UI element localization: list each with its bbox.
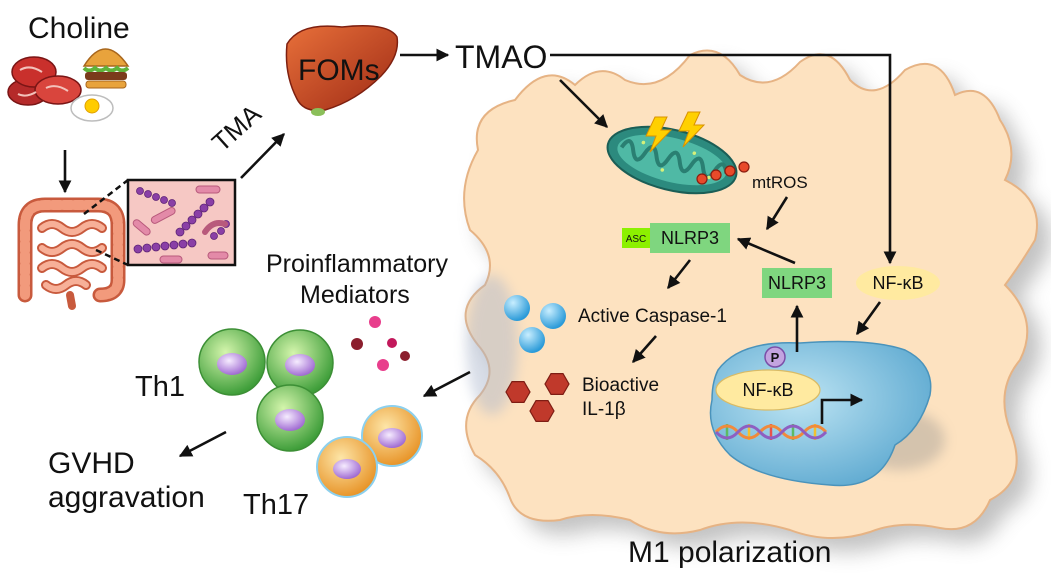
arrow-caspase-to-il1b (632, 335, 657, 363)
microbiota-box (126, 178, 237, 267)
mediator-dots (351, 316, 410, 371)
foms-label: FOMs (298, 54, 380, 87)
nfkb-oval: NF-κB (856, 266, 940, 300)
arrow-tmao-to-nfkb (550, 53, 897, 265)
t-cell-icon (198, 328, 266, 396)
th1-cells (198, 328, 334, 452)
nlrp3-label: NLRP3 (768, 273, 826, 293)
intestine-icon (17, 197, 126, 310)
inflammasome: ASC NLRP3 (622, 223, 730, 253)
lightning-icon (645, 116, 673, 153)
egg-icon (70, 94, 114, 122)
phospho-marker: P (764, 346, 786, 368)
inflammasome-nlrp3-label: NLRP3 (661, 228, 719, 248)
liver-icon (285, 25, 399, 116)
zoom-dashed-lines (83, 179, 129, 267)
macrophage-cell (463, 49, 1051, 553)
arrow-macrophage-to-tcells (422, 370, 471, 398)
mtros-label: mtROS (752, 173, 808, 192)
arrow-nlrp3-to-inflammasome (736, 237, 796, 265)
il1b-label-line1: Bioactive (582, 375, 659, 396)
burger-icon (82, 48, 130, 89)
tma-label: TMA (206, 98, 267, 157)
asc-label: ASC (626, 234, 647, 245)
th17-label: Th17 (243, 489, 309, 521)
m1-polarization-label: M1 polarization (628, 536, 831, 569)
arrow-tmao-to-mitochondrion (559, 79, 608, 128)
t-cell-icon (256, 384, 324, 452)
il1b-label-line2: IL-1β (582, 399, 626, 420)
tmao-label: TMAO (455, 39, 547, 75)
il1b-icon (505, 373, 570, 422)
mediators-label-line2: Mediators (300, 281, 410, 309)
th17-cells (316, 405, 423, 498)
transcription-arrow (820, 393, 864, 424)
t-cell-icon (266, 329, 334, 397)
choline-label: Choline (28, 12, 130, 45)
rod-bacteria (132, 185, 229, 264)
caspase-label: Active Caspase-1 (578, 306, 727, 327)
arrow-mtros-to-nlrp3 (765, 196, 789, 231)
diet-group: Choline (7, 12, 130, 122)
caspase-icon (504, 295, 566, 353)
th1-label: Th1 (135, 371, 185, 403)
nucleus-nfkb-label: NF-κB (743, 380, 794, 400)
t-cell-icon (361, 405, 423, 467)
lightning-icon (678, 111, 706, 148)
nfkb-label: NF-κB (873, 273, 924, 293)
t-cell-icon (316, 436, 378, 498)
bacteria-icon (133, 187, 230, 254)
meat-icon (7, 56, 82, 106)
phospho-label: P (771, 350, 780, 365)
gvhd-label-line2: aggravation (48, 481, 205, 514)
arrow-inflammasome-to-caspase (666, 259, 692, 290)
nlrp3-box: NLRP3 (762, 268, 832, 298)
ros-dots (696, 161, 750, 185)
nucleus: P NF-κB (709, 340, 945, 487)
mediators-label-line1: Proinflammatory (266, 250, 448, 278)
gvhd-label-line1: GVHD (48, 447, 135, 480)
dna-icon (714, 424, 828, 440)
arrow-tma-to-liver (240, 133, 285, 179)
arrow-nfkb-to-nucleus (855, 301, 882, 336)
arrow-tcells-to-gvhd (178, 430, 227, 458)
